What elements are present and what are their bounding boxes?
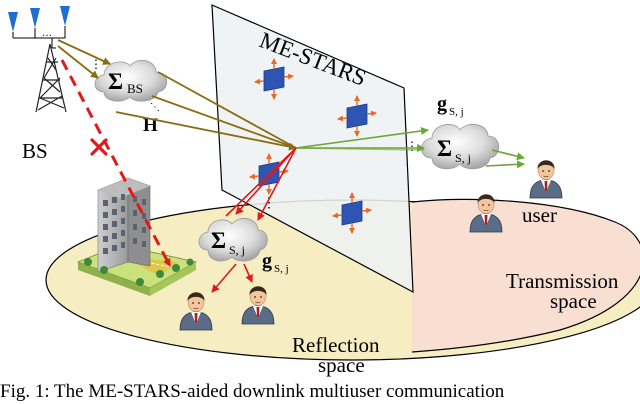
- cloud-sigma-transmission-icon: [421, 123, 500, 170]
- bs-tower-icon: …: [8, 6, 70, 113]
- sigma-refl-subscript: S, j: [229, 243, 245, 257]
- blocked-direct-link: [60, 59, 172, 267]
- g-trans-symbol: g: [437, 93, 447, 115]
- user-label: user: [522, 203, 557, 227]
- svg-text:⋱: ⋱: [150, 102, 160, 113]
- sigma-refl-symbol: Σ: [211, 228, 226, 253]
- svg-text:⋮: ⋮: [90, 57, 102, 71]
- transmission-links: [295, 126, 525, 169]
- g-refl-symbol: g: [262, 250, 272, 272]
- reflection-links: [211, 147, 297, 293]
- bs-label: BS: [22, 139, 48, 163]
- building-icon: [76, 177, 198, 296]
- svg-text:⋮: ⋮: [406, 139, 418, 153]
- svg-text:…: …: [42, 28, 52, 39]
- blocked-x-icon: [90, 138, 108, 156]
- cloud-sigma-bs-icon: [94, 59, 168, 102]
- sigma-trans-symbol: Σ: [437, 136, 452, 161]
- cloud-sigma-reflection-icon: [198, 217, 268, 262]
- figure-caption: Fig. 1: The ME-STARS-aided downlink mult…: [0, 381, 505, 402]
- user-icon: [529, 159, 563, 199]
- bs-surface-links: [57, 39, 297, 151]
- g-trans-subscript: S, j: [449, 106, 464, 118]
- transmission-label-line1: Transmission: [506, 269, 619, 293]
- reflection-label-line1: Reflection: [292, 333, 380, 357]
- reflection-label-line2: space: [318, 353, 365, 377]
- sigma-bs-subscript: BS: [127, 81, 143, 96]
- transmission-region: [412, 199, 640, 352]
- transmission-label-line2: space: [550, 289, 597, 313]
- sigma-bs-symbol: Σ: [108, 69, 123, 94]
- sigma-trans-subscript: S, j: [455, 151, 471, 165]
- g-refl-subscript: S, j: [274, 263, 289, 275]
